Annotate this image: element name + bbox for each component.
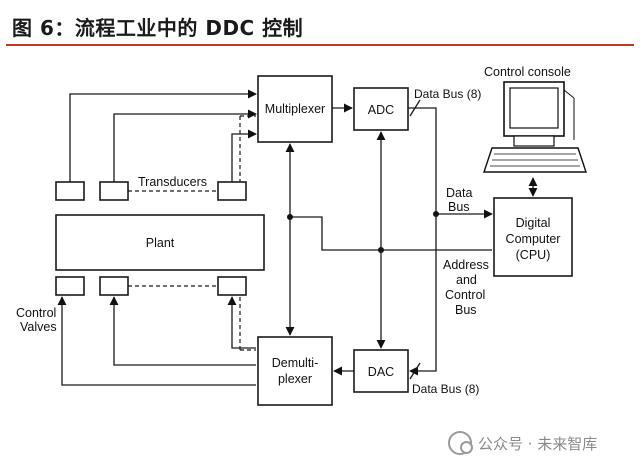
figure-header: 图 6：流程工业中的 DDC 控制 xyxy=(6,0,634,46)
control-valves-label-1: Control xyxy=(16,306,56,320)
transducer-3-to-mux xyxy=(231,129,257,182)
transducers-label: Transducers xyxy=(138,175,207,189)
computer-label-2: Computer xyxy=(506,232,561,246)
dac-box xyxy=(353,349,409,393)
plant-label: Plant xyxy=(146,236,175,250)
address-label-1: Address xyxy=(443,258,489,272)
data-bus-label-2: Bus xyxy=(448,200,470,214)
data-bus-label-1: Data xyxy=(446,186,472,200)
watermark: 公众号 · 未来智库 xyxy=(448,431,597,455)
address-control-bus xyxy=(290,216,492,251)
address-label-2: and xyxy=(456,273,477,287)
demux-to-valve-3 xyxy=(227,296,256,349)
mux-control-junction xyxy=(287,214,293,220)
control-console-icon xyxy=(483,81,587,173)
adc-box xyxy=(353,87,409,131)
transducer-box-1 xyxy=(55,181,85,201)
plant-box xyxy=(55,214,265,271)
demultiplexer-box xyxy=(257,336,333,406)
control-console-label: Control console xyxy=(484,65,571,79)
multiplexer-label: Multiplexer xyxy=(265,102,325,116)
demux-to-valve-2 xyxy=(109,296,256,366)
demultiplexer-label-2: plexer xyxy=(278,372,312,386)
transducer-box-2 xyxy=(99,181,129,201)
dac-bus-slash xyxy=(409,362,421,380)
digital-computer-box xyxy=(493,197,573,277)
data-bus-to-dac xyxy=(409,214,437,376)
control-valves-label-2: Valves xyxy=(20,320,57,334)
transducer-1-to-mux xyxy=(69,89,257,182)
adc-bus-slash xyxy=(409,99,421,117)
valve-box-2 xyxy=(99,276,129,296)
figure-title: 图 6：流程工业中的 DDC 控制 xyxy=(12,16,304,40)
demux-to-valve-1 xyxy=(57,296,256,386)
wechat-icon xyxy=(448,431,473,455)
valve-box-1 xyxy=(55,276,85,296)
computer-label-1: Digital xyxy=(516,216,551,230)
data-bus-top-label: Data Bus (8) xyxy=(414,87,481,101)
data-bus-bottom-label: Data Bus (8) xyxy=(412,382,479,396)
dac-label: DAC xyxy=(368,365,394,379)
transducer-box-3 xyxy=(217,181,247,201)
address-label-4: Bus xyxy=(455,303,477,317)
adc-data-bus xyxy=(408,107,437,214)
watermark-text: 公众号 · 未来智库 xyxy=(478,434,598,453)
computer-label-3: (CPU) xyxy=(516,248,551,262)
address-label-3: Control xyxy=(445,288,485,302)
demultiplexer-label-1: Demulti- xyxy=(272,356,319,370)
transducer-2-to-mux xyxy=(113,109,257,182)
valve-box-3 xyxy=(217,276,247,296)
adc-label: ADC xyxy=(368,103,394,117)
multiplexer-box xyxy=(257,75,333,143)
